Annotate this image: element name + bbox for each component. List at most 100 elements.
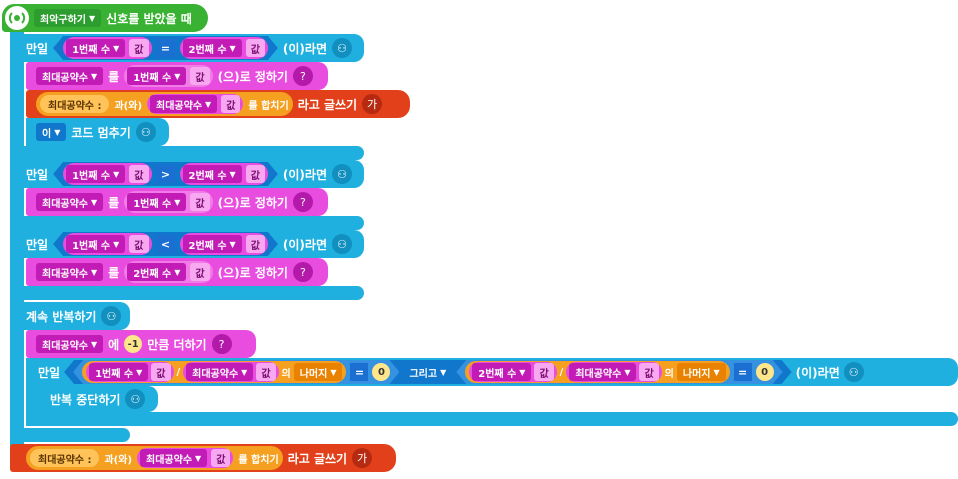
variable-dropdown[interactable]: 1번째 수▼: [66, 235, 125, 253]
variable-dropdown[interactable]: 최대공약수▼: [186, 363, 253, 381]
mod-comparison-2[interactable]: 2번째 수▼ 값 / 최대공약수▼ 값 의 나머지▼ = 0: [456, 360, 782, 384]
chevron-down-icon: ▼: [229, 43, 236, 53]
variable-dropdown[interactable]: 1번째 수▼: [66, 165, 125, 183]
less-comparison[interactable]: 1번째 수▼ 값 < 2번째 수▼ 값: [53, 232, 278, 256]
flow-icon: ⚇: [125, 389, 146, 409]
value-reporter[interactable]: 2번째 수▼ 값: [124, 261, 213, 283]
set-variable-block[interactable]: 최대공약수▼ 를 1번째 수▼ 값 (으)로 정하기 ?: [26, 188, 328, 216]
variable-dropdown[interactable]: 최대공약수▼: [36, 263, 104, 281]
break-loop-block[interactable]: 반복 중단하기 ⚇: [40, 386, 158, 412]
chevron-down-icon: ▼: [229, 169, 236, 179]
question-icon: ?: [211, 334, 232, 354]
loop-frame: [10, 302, 24, 442]
stop-code-block[interactable]: 이▼ 코드 멈추기 ⚇: [26, 118, 169, 146]
set-variable-block[interactable]: 최대공약수▼ 를 1번째 수▼ 값 (으)로 정하기 ?: [26, 62, 328, 90]
and-condition[interactable]: 1번째 수▼ 값 / 최대공약수▼ 값 의 나머지▼ = 0 그리고▼ 2번째 …: [64, 360, 792, 384]
greater-operator[interactable]: >: [157, 165, 175, 183]
signal-dropdown[interactable]: 최악구하기 ▼: [34, 9, 102, 27]
question-icon: ?: [292, 262, 313, 282]
when-signal-received-block[interactable]: 최악구하기 ▼ 신호를 받았을 때: [2, 4, 208, 32]
value-reporter[interactable]: 최대공약수▼ 값: [147, 94, 244, 114]
divisor-reporter[interactable]: 최대공약수▼ 값: [566, 362, 661, 382]
signal-antenna-icon: [5, 6, 29, 30]
equals-operator[interactable]: =: [734, 363, 752, 381]
chevron-down-icon: ▼: [713, 367, 720, 377]
change-variable-block[interactable]: 최대공약수▼ 에 -1 만큼 더하기 ?: [26, 330, 256, 358]
left-operand[interactable]: 1번째 수▼ 값: [63, 163, 151, 185]
equal-comparison[interactable]: 1번째 수▼ 값 = 2번째 수▼ 값: [53, 36, 278, 60]
chevron-down-icon: ▼: [91, 267, 98, 277]
right-operand[interactable]: 2번째 수▼ 값: [180, 233, 268, 255]
variable-dropdown[interactable]: 2번째 수▼: [183, 235, 242, 253]
variable-dropdown[interactable]: 최대공약수▼: [150, 95, 218, 113]
value-reporter[interactable]: 1번째 수▼ 값: [124, 191, 213, 213]
right-operand[interactable]: 2번째 수▼ 값: [180, 37, 268, 59]
modulo-reporter-1[interactable]: 1번째 수▼ 값 / 최대공약수▼ 값 의 나머지▼: [82, 361, 346, 383]
say-block[interactable]: 최대공약수 : 과(와) 최대공약수▼ 값 를 합치기 라고 글쓰기 가: [26, 90, 410, 118]
divisor-reporter[interactable]: 최대공약수▼ 값: [183, 362, 278, 382]
variable-dropdown[interactable]: 최대공약수▼: [36, 67, 104, 85]
variable-dropdown[interactable]: 2번째 수▼: [183, 39, 242, 57]
operation-dropdown[interactable]: 나머지▼: [294, 363, 343, 381]
chevron-down-icon: ▼: [440, 367, 447, 377]
question-icon: ?: [292, 66, 313, 86]
value-reporter[interactable]: 1번째 수▼ 값: [124, 65, 213, 87]
if-less-block[interactable]: 만일 1번째 수▼ 값 < 2번째 수▼ 값 (이)라면 ⚇: [10, 230, 364, 258]
question-icon: ?: [292, 192, 313, 212]
equals-operator[interactable]: =: [350, 363, 368, 381]
right-operand[interactable]: 2번째 수▼ 값: [180, 163, 268, 185]
flow-icon: ⚇: [101, 306, 122, 326]
variable-dropdown[interactable]: 2번째 수▼: [472, 363, 531, 381]
flow-icon: ⚇: [135, 122, 156, 142]
forever-loop-block[interactable]: 계속 반복하기 ⚇: [10, 302, 130, 330]
left-operand[interactable]: 1번째 수▼ 값: [63, 37, 151, 59]
if-greater-end: [10, 216, 364, 230]
variable-dropdown[interactable]: 1번째 수▼: [66, 39, 125, 57]
chevron-down-icon: ▼: [519, 367, 526, 377]
chevron-down-icon: ▼: [174, 71, 181, 81]
set-variable-block[interactable]: 최대공약수▼ 를 2번째 수▼ 값 (으)로 정하기 ?: [26, 258, 328, 286]
variable-dropdown[interactable]: 1번째 수▼: [127, 193, 187, 211]
chevron-down-icon: ▼: [89, 13, 96, 23]
operation-dropdown[interactable]: 나머지▼: [677, 363, 726, 381]
variable-dropdown[interactable]: 2번째 수▼: [127, 263, 187, 281]
if-mod-block[interactable]: 만일 1번째 수▼ 값 / 최대공약수▼ 값 의 나머지▼ = 0 그리고▼: [26, 358, 958, 386]
equals-operator[interactable]: =: [157, 39, 175, 57]
chevron-down-icon: ▼: [91, 71, 98, 81]
dividend-reporter[interactable]: 2번째 수▼ 값: [469, 362, 556, 382]
variable-dropdown[interactable]: 2번째 수▼: [183, 165, 242, 183]
chevron-down-icon: ▼: [91, 197, 98, 207]
text-icon: 가: [352, 448, 373, 468]
value-reporter[interactable]: 최대공약수▼ 값: [137, 448, 234, 468]
chevron-down-icon: ▼: [174, 197, 181, 207]
if-mod-end: [26, 412, 958, 426]
say-block[interactable]: 최대공약수 : 과(와) 최대공약수▼ 값 를 합치기 라고 글쓰기 가: [10, 444, 396, 472]
variable-dropdown[interactable]: 최대공약수▼: [569, 363, 636, 381]
flow-icon: ⚇: [332, 164, 352, 184]
variable-dropdown[interactable]: 1번째 수▼: [89, 363, 148, 381]
if-equal-end: [10, 146, 364, 160]
less-operator[interactable]: <: [157, 235, 175, 253]
variable-dropdown[interactable]: 최대공약수▼: [140, 449, 208, 467]
mod-comparison-1[interactable]: 1번째 수▼ 값 / 최대공약수▼ 값 의 나머지▼ = 0: [73, 360, 399, 384]
variable-dropdown[interactable]: 1번째 수▼: [127, 67, 187, 85]
amount-input[interactable]: -1: [124, 335, 143, 353]
if-greater-block[interactable]: 만일 1번째 수▼ 값 > 2번째 수▼ 값 (이)라면 ⚇: [10, 160, 364, 188]
join-reporter[interactable]: 최대공약수 : 과(와) 최대공약수▼ 값 를 합치기: [36, 92, 293, 116]
join-reporter[interactable]: 최대공약수 : 과(와) 최대공약수▼ 값 를 합치기: [26, 446, 283, 470]
greater-comparison[interactable]: 1번째 수▼ 값 > 2번째 수▼ 값: [53, 162, 278, 186]
dividend-reporter[interactable]: 1번째 수▼ 값: [86, 362, 173, 382]
and-dropdown[interactable]: 그리고▼: [403, 363, 452, 381]
chevron-down-icon: ▼: [174, 267, 181, 277]
variable-dropdown[interactable]: 최대공약수▼: [36, 335, 104, 353]
chevron-down-icon: ▼: [624, 367, 631, 377]
left-operand[interactable]: 1번째 수▼ 값: [63, 233, 151, 255]
modulo-reporter-2[interactable]: 2번째 수▼ 값 / 최대공약수▼ 값 의 나머지▼: [465, 361, 729, 383]
zero-input[interactable]: 0: [756, 363, 774, 381]
variable-dropdown[interactable]: 최대공약수▼: [36, 193, 104, 211]
zero-input[interactable]: 0: [372, 363, 390, 381]
chevron-down-icon: ▼: [113, 169, 120, 179]
stop-target-dropdown[interactable]: 이▼: [36, 123, 67, 141]
if-equal-block[interactable]: 만일 1번째 수▼ 값 = 2번째 수▼ 값 (이)라면 ⚇: [10, 34, 364, 62]
flow-icon: ⚇: [843, 362, 864, 382]
